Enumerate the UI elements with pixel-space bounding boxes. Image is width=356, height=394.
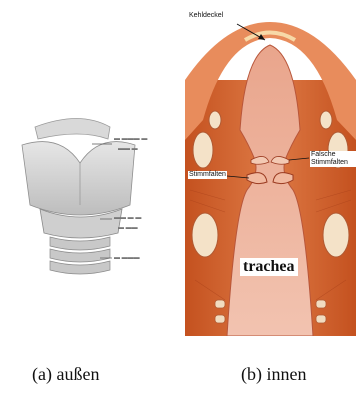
false-vocal-folds-label: Falsche Stimmfalten	[310, 151, 356, 167]
kehldeckel-label: Kehldeckel	[188, 12, 224, 20]
larynx-outer-illustration	[0, 105, 170, 285]
caption-outer: (a) außen	[32, 364, 99, 385]
larynx-inner-view	[185, 0, 356, 336]
larynx-cross-section-illustration	[185, 0, 356, 336]
larynx-outer-view: ▬ ▬▬▬ ▬ ▬▬ ▬ ▬▬ ▬ ▬ ▬ ▬▬ ▬ ▬▬▬	[0, 105, 170, 285]
faded-annotation-2: ▬▬ ▬	[118, 146, 138, 152]
trachea-label: trachea	[240, 258, 298, 276]
faded-annotation-5: ▬ ▬▬▬	[114, 255, 140, 261]
faded-annotation-1: ▬ ▬▬▬ ▬	[114, 136, 147, 142]
faded-annotation-4: ▬ ▬▬	[118, 225, 138, 231]
vocal-folds-label: Stimmfalten	[188, 171, 227, 179]
faded-annotation-3: ▬▬ ▬ ▬	[114, 215, 141, 221]
caption-inner: (b) innen	[241, 364, 306, 385]
